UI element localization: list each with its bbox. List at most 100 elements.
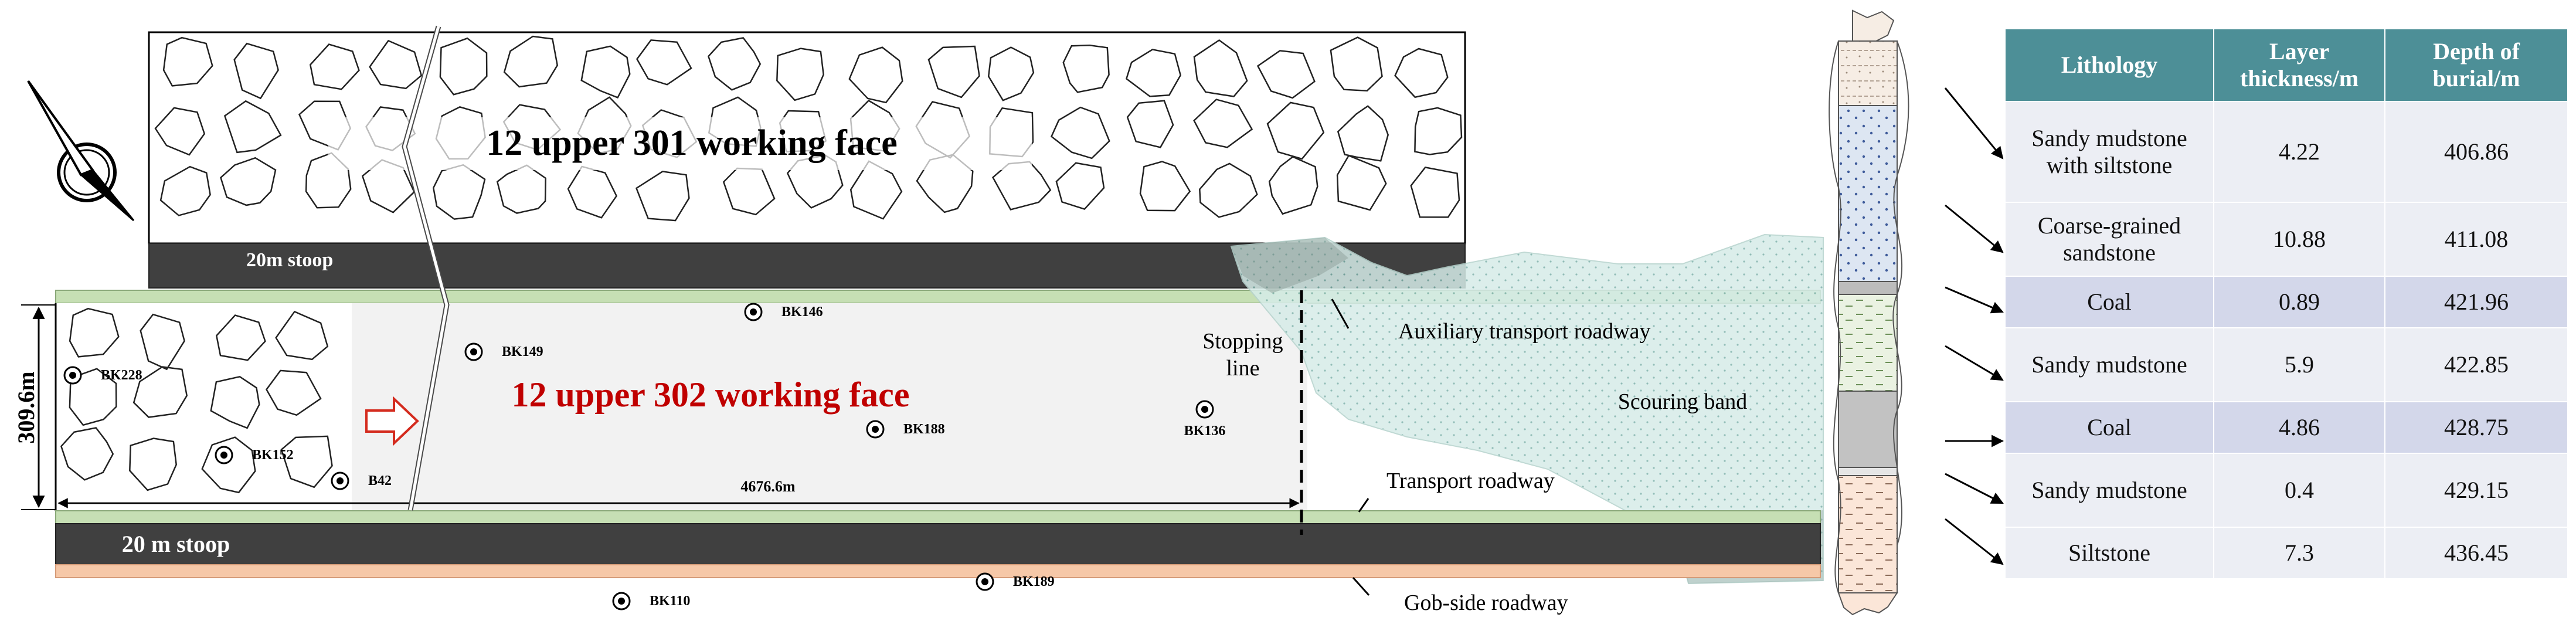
goaf-rock [1139,161,1191,212]
cell-thickness: 0.89 [2213,276,2385,328]
goaf-rock [369,39,423,90]
borehole-center-icon [470,348,477,355]
goaf-rock [233,42,279,100]
goaf-rock [1199,162,1258,218]
goaf-rock [215,314,266,361]
goaf-rock [987,46,1035,101]
borehole-center-icon [618,598,625,605]
goaf-rock [1330,36,1383,91]
upper-stoop-label: 20m stoop [246,249,333,271]
header-depth: Depth of burial/m [2384,28,2568,102]
cell-thickness: 4.22 [2213,101,2385,203]
column-leader-arrows [1944,87,2004,565]
cell-thickness: 0.4 [2213,453,2385,528]
borehole-label: BK136 [1184,423,1226,439]
cell-depth: 421.96 [2384,276,2568,328]
goaf-rock [1336,154,1387,211]
goaf-rock [567,165,618,219]
cell-thickness: 7.3 [2213,527,2385,579]
goaf-rock [1062,45,1110,93]
table-row: Sandy mudstone 0.4 429.15 [2004,453,2568,528]
goaf-rock [1266,101,1325,160]
cell-lithology: Sandy mudstone [2004,453,2214,528]
current-302-working-face [55,303,1307,511]
auxiliary-roadway-label: Auxiliary transport roadway [1398,319,1651,344]
transport-roadway [55,510,1821,524]
table-row: Sandy mudstone 5.9 422.85 [2004,327,2568,402]
upper-face-label: 12 upper 301 working face [486,123,898,163]
borehole-label: BK149 [502,344,543,359]
goaf-rock [992,161,1052,211]
cell-lithology: Siltstone [2004,527,2214,579]
goaf-rock [432,164,486,220]
goaf-rock [636,39,692,86]
borehole-center-icon [1201,406,1208,413]
goaf-rock [776,48,824,101]
goaf-rock [60,427,114,481]
goaf-rock [580,45,631,99]
current-face-label: 12 upper 302 working face [512,375,910,414]
cell-depth: 428.75 [2384,401,2568,454]
borehole-label: BK189 [1013,574,1055,589]
goaf-rock [496,164,546,214]
fault-line [402,25,450,511]
cell-thickness: 4.86 [2213,401,2385,454]
table-row: Siltstone 7.3 436.45 [2004,527,2568,579]
borehole-center-icon [750,308,757,316]
lower-stoop: 20 m stoop [55,523,1821,565]
goaf-rock [275,310,329,361]
table-row: Sandy mudstone with siltstone 4.22 406.8… [2004,101,2568,203]
cell-lithology: Sandy mudstone with siltstone [2004,101,2214,203]
goaf-rock [707,37,762,91]
borehole-center-icon [69,372,76,379]
goaf-rock [1394,48,1449,99]
cell-depth: 411.08 [2384,202,2568,277]
face-length-dimension: 4676.6m [57,478,1300,508]
table-row: Coal 0.89 421.96 [2004,276,2568,328]
gob-side-roadway [55,564,1821,578]
borehole-label: BK146 [781,304,823,320]
lithology-table: Lithology Layer thickness/m Depth of bur… [2004,28,2568,579]
goaf-rock [280,435,333,488]
table-row: Coarse-grained sandstone 10.88 411.08 [2004,202,2568,277]
cell-thickness: 10.88 [2213,202,2385,277]
goaf-rock [266,369,322,416]
goaf-rock [1414,107,1463,155]
roadway-labels: Auxiliary transport roadway Transport ro… [1331,298,1651,615]
goaf-rock-pattern [60,307,333,494]
cell-lithology: Coal [2004,401,2214,454]
stopping-line: Stopping line [1202,290,1303,535]
goaf-rock [1055,162,1105,211]
cell-depth: 406.86 [2384,101,2568,203]
header-lithology: Lithology [2004,28,2214,102]
scouring-band-label: Scouring band [1618,389,1748,414]
cell-depth: 436.45 [2384,527,2568,579]
goaf-rock [159,165,211,216]
cell-depth: 422.85 [2384,327,2568,402]
goaf-rock [129,437,177,491]
goaf-rock [1193,39,1248,97]
borehole-label: BK228 [101,368,142,383]
goaf-rock [1050,106,1110,160]
goaf-rock [848,46,903,104]
goaf-rock [439,37,488,96]
upper-301-working-face: 12 upper 301 working face [148,31,1466,245]
stratigraphic-column [1829,9,1909,616]
goaf-rock [201,436,256,494]
table-row: Coal 4.86 428.75 [2004,401,2568,454]
borehole-center-icon [872,426,879,433]
goaf-rock [223,100,282,154]
goaf-rock [69,368,117,426]
stopping-line-label-2: line [1226,356,1260,381]
header-thickness: Layer thickness/m [2213,28,2385,102]
goaf-rock [210,375,260,429]
table-header-row: Lithology Layer thickness/m Depth of bur… [2004,28,2568,102]
stopping-line-label-1: Stopping [1202,329,1283,354]
cell-lithology: Coarse-grained sandstone [2004,202,2214,277]
goaf-rock [1410,167,1460,218]
goaf-rock [1337,105,1389,162]
goaf-rock [1125,49,1182,97]
borehole-label: BK152 [252,447,294,463]
advance-direction-arrow-icon [365,396,419,446]
